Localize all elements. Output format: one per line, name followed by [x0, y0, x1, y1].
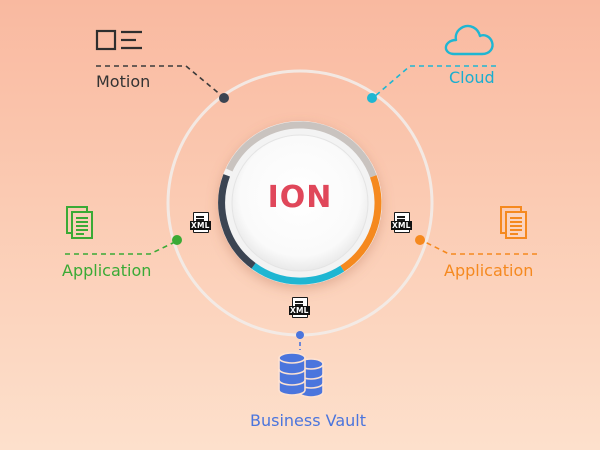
cloud-label: Cloud [449, 68, 495, 87]
xml-badge-right-text: XML [391, 221, 412, 230]
xml-badge-bottom-text: XML [289, 306, 310, 315]
application-left-connector [65, 235, 182, 255]
cloud-icon [444, 24, 494, 56]
application-right-connector [415, 235, 537, 255]
ring-segment-cyan [251, 262, 345, 285]
ion-title: ION [267, 180, 333, 215]
ion-ring [218, 121, 382, 285]
application-left-label: Application [62, 261, 152, 280]
ring-segment-dark [218, 174, 256, 269]
database-icon [278, 352, 324, 398]
xml-badge-left: XML [190, 212, 212, 234]
cloud-connector [367, 65, 496, 103]
business-vault-connector [296, 331, 304, 350]
documents-icon-left [66, 206, 93, 239]
xml-badge-bottom: XML [289, 297, 311, 319]
xml-badge-right: XML [391, 212, 413, 234]
business-vault-label: Business Vault [250, 411, 367, 430]
documents-icon-right [500, 206, 527, 239]
xml-badge-left-text: XML [190, 221, 211, 230]
motion-connector [96, 65, 229, 103]
motion-icon [95, 29, 142, 51]
ring-segment-orange [340, 175, 382, 272]
motion-label: Motion [96, 72, 151, 91]
application-right-label: Application [444, 261, 534, 280]
ring-segment-grey [226, 121, 377, 178]
ion-core [218, 121, 382, 285]
